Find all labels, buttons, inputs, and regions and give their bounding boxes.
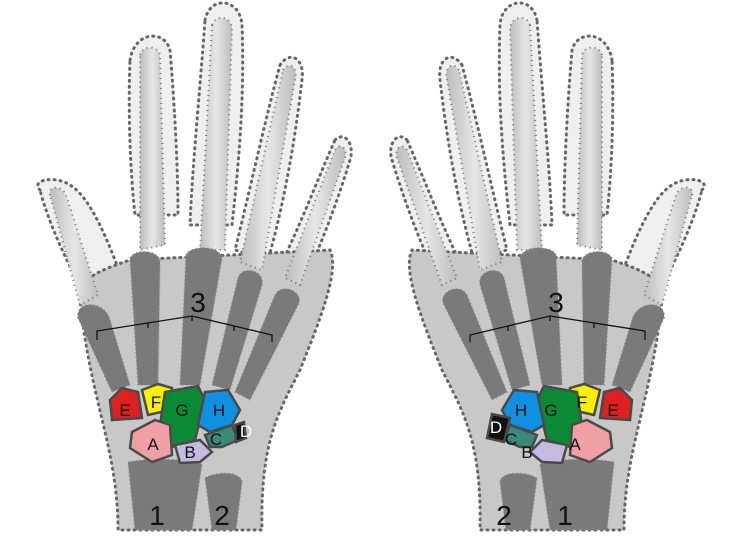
right-hand-labels: E F G H A B C D 1 2 3 [490, 287, 619, 531]
label-ulna: 2 [496, 500, 512, 531]
label-e: E [607, 401, 618, 420]
label-radius: 1 [149, 500, 165, 531]
label-radius: 1 [557, 500, 573, 531]
right-hand [389, 1, 706, 532]
label-d: D [490, 418, 502, 437]
label-f: F [151, 393, 161, 412]
label-d: D [240, 422, 252, 441]
carpal-a [128, 418, 174, 464]
metacarpal-bracket [96, 315, 273, 342]
label-b: B [184, 443, 195, 462]
label-c: C [505, 430, 517, 449]
carpal-c [203, 423, 240, 449]
label-ulna: 2 [214, 500, 230, 531]
label-h: H [515, 401, 527, 420]
label-c: C [210, 430, 222, 449]
label-metacarpals: 3 [548, 287, 564, 318]
label-b: B [521, 443, 532, 462]
label-g: G [175, 401, 188, 420]
left-hand: E F G H A B C D 1 2 3 [36, 1, 353, 532]
label-h: H [213, 401, 225, 420]
label-a: A [569, 435, 581, 454]
label-a: A [147, 435, 159, 454]
label-f: F [577, 393, 587, 412]
carpal-d [233, 420, 248, 444]
label-e: E [119, 401, 130, 420]
label-g: G [544, 401, 557, 420]
carpal-b [173, 438, 214, 465]
label-metacarpals: 3 [190, 287, 206, 318]
carpal-e [108, 386, 144, 422]
